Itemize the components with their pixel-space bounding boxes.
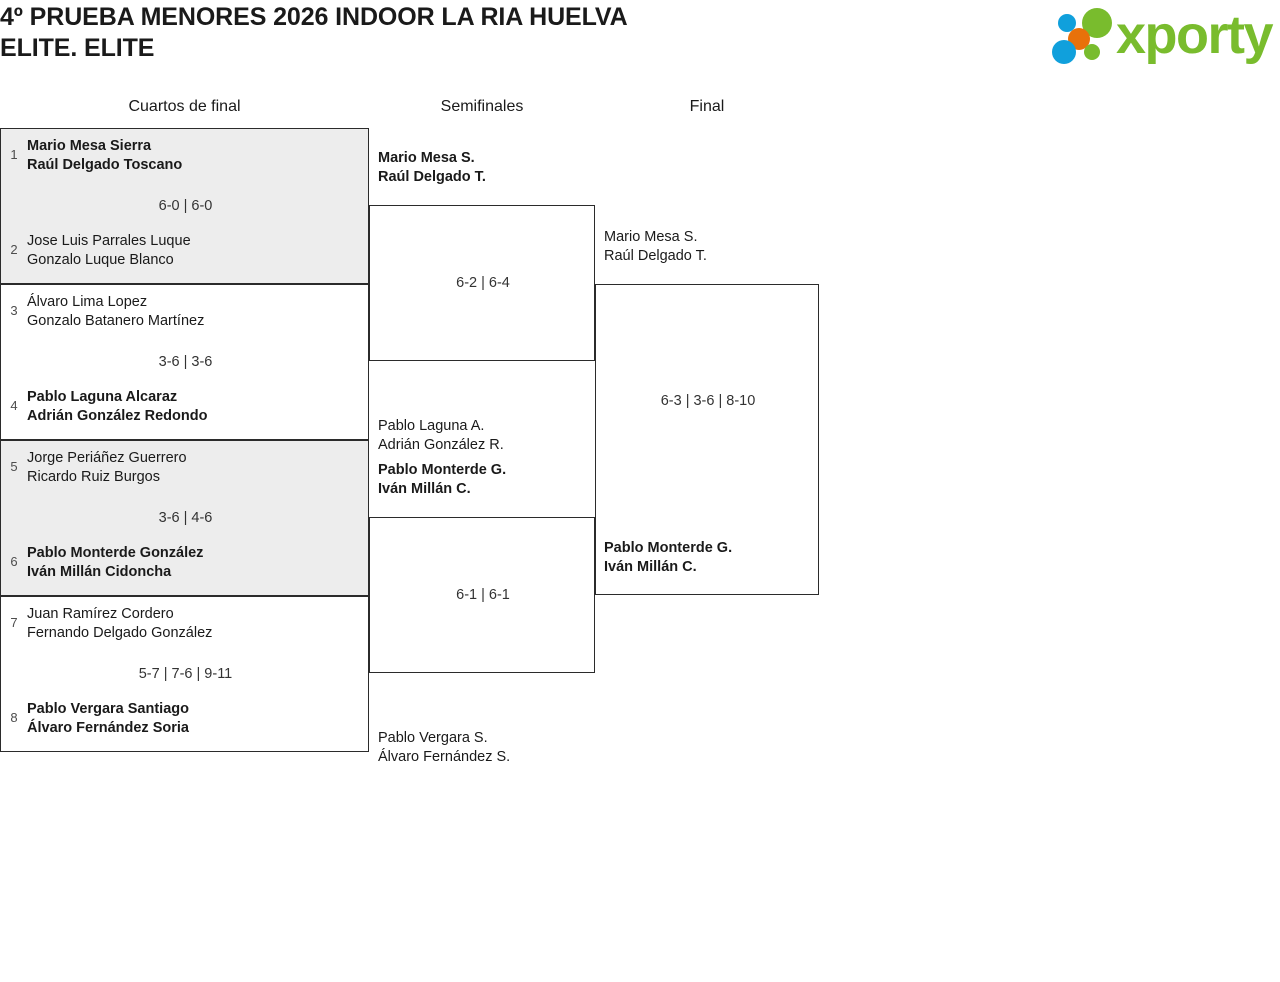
match-team-bottom[interactable]: 2 Jose Luis Parrales Luque Gonzalo Luque… [1,232,370,269]
logo-wordmark: xporty [1116,5,1274,65]
match-team-bottom[interactable]: Pablo Laguna A. Adrián González R. [378,417,596,454]
match-final[interactable]: Mario Mesa S. Raúl Delgado T. 6-3 | 3-6 … [595,229,820,595]
player-name-2: Raúl Delgado T. [378,168,486,185]
team-names: Álvaro Lima Lopez Gonzalo Batanero Martí… [27,293,204,330]
match-team-bottom[interactable]: 8 Pablo Vergara Santiago Álvaro Fernánde… [1,700,370,737]
match-score: 5-7 | 7-6 | 9-11 [138,666,233,682]
match-team-top[interactable]: 3 Álvaro Lima Lopez Gonzalo Batanero Mar… [1,293,370,330]
match-quarterfinal-4[interactable]: 7 Juan Ramírez Cordero Fernando Delgado … [0,596,369,752]
player-name-2: Iván Millán C. [378,480,471,497]
player-name-2: Raúl Delgado T. [604,247,707,264]
player-name-2: Álvaro Fernández Soria [27,719,189,736]
player-name-1: Pablo Monterde González [27,545,204,561]
player-name-2: Adrián González Redondo [27,407,208,424]
quarterfinals-column: 1 Mario Mesa Sierra Raúl Delgado Toscano… [0,128,369,752]
seed-number: 1 [10,147,18,162]
player-name-1: Pablo Vergara Santiago [27,701,189,717]
team-names: Pablo Monterde González Iván Millán Cido… [27,544,203,581]
match-quarterfinal-3[interactable]: 5 Jorge Periáñez Guerrero Ricardo Ruiz B… [0,440,369,596]
player-name-1: Pablo Laguna Alcaraz [27,389,178,405]
player-name-1: Mario Mesa Sierra [27,138,152,154]
page-title-line-1: 4º PRUEBA MENORES 2026 INDOOR LA RIA HUE… [0,3,628,31]
logo-dot-blue-large-icon [1052,40,1076,64]
match-quarterfinal-2[interactable]: 3 Álvaro Lima Lopez Gonzalo Batanero Mar… [0,284,369,440]
player-name-1: Pablo Laguna A. [378,418,485,434]
match-score: 6-3 | 3-6 | 8-10 [660,393,756,409]
seed-number: 5 [10,459,18,474]
seed-number: 2 [10,242,18,257]
logo-dot-blue-small-icon [1058,14,1076,32]
page-title-line-2: ELITE. ELITE [0,34,155,62]
match-team-top[interactable]: Mario Mesa S. Raúl Delgado T. [604,228,820,265]
player-name-2: Raúl Delgado Toscano [27,156,183,173]
seed-number: 8 [10,710,18,725]
team-names: Juan Ramírez Cordero Fernando Delgado Go… [27,605,212,642]
player-name-1: Juan Ramírez Cordero [27,606,174,622]
match-score: 6-1 | 6-1 [456,587,510,603]
player-name-2: Iván Millán Cidoncha [27,563,172,580]
xporty-logo[interactable]: xporty [1046,5,1274,68]
seed-number: 3 [10,303,18,318]
page-title: 4º PRUEBA MENORES 2026 INDOOR LA RIA HUE… [0,2,760,64]
match-score: 6-0 | 6-0 [158,198,213,214]
player-name-2: Álvaro Fernández S. [378,748,511,765]
match-score: 3-6 | 4-6 [158,510,213,526]
match-team-top[interactable]: 5 Jorge Periáñez Guerrero Ricardo Ruiz B… [1,449,370,486]
player-name-2: Fernando Delgado González [27,624,213,641]
player-name-1: Mario Mesa S. [378,150,475,166]
seed-number: 7 [10,615,18,630]
player-name-2: Adrián González R. [378,436,504,453]
match-team-bottom[interactable]: Pablo Monterde G. Iván Millán C. [604,539,820,576]
player-name-1: Mario Mesa S. [604,229,698,245]
logo-dot-green-small-icon [1084,44,1100,60]
player-name-1: Pablo Vergara S. [378,730,488,746]
player-name-1: Jorge Periáñez Guerrero [27,450,187,466]
player-name-1: Pablo Monterde G. [604,540,733,556]
match-team-bottom[interactable]: Pablo Vergara S. Álvaro Fernández S. [378,729,596,766]
player-name-1: Álvaro Lima Lopez [27,294,148,310]
round-header-semifinals: Semifinales [440,98,524,115]
player-name-2: Ricardo Ruiz Burgos [27,468,160,485]
team-names: Pablo Vergara Santiago Álvaro Fernández … [27,700,189,737]
round-header-quarterfinals: Cuartos de final [128,98,241,115]
team-names: Jose Luis Parrales Luque Gonzalo Luque B… [27,232,191,269]
match-team-top[interactable]: Mario Mesa S. Raúl Delgado T. [378,149,596,186]
logo-dots-icon [1046,6,1122,68]
match-team-top[interactable]: 1 Mario Mesa Sierra Raúl Delgado Toscano [1,137,370,174]
player-name-2: Gonzalo Batanero Martínez [27,312,205,329]
match-team-top[interactable]: 7 Juan Ramírez Cordero Fernando Delgado … [1,605,370,642]
team-names: Pablo Laguna Alcaraz Adrián González Red… [27,388,207,425]
match-score: 6-2 | 6-4 [456,275,510,291]
match-quarterfinal-1[interactable]: 1 Mario Mesa Sierra Raúl Delgado Toscano… [0,128,369,284]
player-name-1: Jose Luis Parrales Luque [27,233,191,249]
match-semifinal-1[interactable]: Mario Mesa S. Raúl Delgado T. 6-2 | 6-4 … [369,150,595,453]
seed-number: 6 [10,554,18,569]
match-team-bottom[interactable]: 6 Pablo Monterde González Iván Millán Ci… [1,544,370,581]
match-semifinal-2[interactable]: Pablo Monterde G. Iván Millán C. 6-1 | 6… [369,462,595,765]
seed-number: 4 [10,398,18,413]
match-score: 3-6 | 3-6 [158,354,213,370]
match-team-bottom[interactable]: 4 Pablo Laguna Alcaraz Adrián González R… [1,388,370,425]
player-name-1: Pablo Monterde G. [378,462,507,478]
player-name-2: Gonzalo Luque Blanco [27,251,174,268]
team-names: Jorge Periáñez Guerrero Ricardo Ruiz Bur… [27,449,187,486]
team-names: Mario Mesa Sierra Raúl Delgado Toscano [27,137,182,174]
round-header-final: Final [689,98,725,115]
player-name-2: Iván Millán C. [604,558,697,575]
match-team-top[interactable]: Pablo Monterde G. Iván Millán C. [378,461,596,498]
